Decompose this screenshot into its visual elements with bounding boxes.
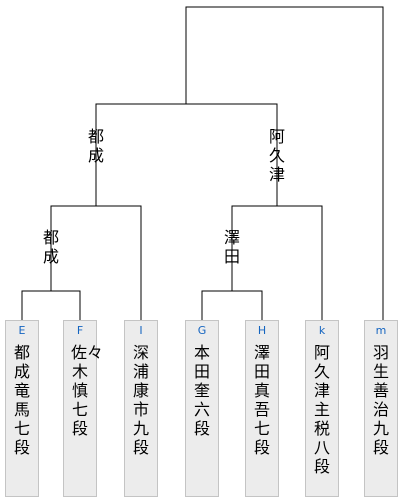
player-box-k: k 阿久津主税八段: [305, 320, 339, 497]
winner-label-semifinal-left: 都成: [87, 127, 104, 165]
player-name: 澤田真吾七段: [253, 343, 270, 457]
player-box-h: H 澤田真吾七段: [245, 320, 279, 497]
player-seed: k: [318, 324, 326, 337]
player-seed: m: [375, 324, 387, 337]
player-box-e: E 都成竜馬七段: [5, 320, 39, 497]
winner-label-right-round: 澤田: [223, 228, 240, 266]
player-box-m: m 羽生善治九段: [364, 320, 398, 497]
player-name: 佐々木慎七段: [71, 343, 104, 438]
bracket-line-final: [185, 6, 384, 320]
player-name: 都成竜馬七段: [13, 343, 30, 457]
player-seed: F: [76, 324, 84, 337]
player-name: 阿久津主税八段: [313, 343, 330, 476]
player-name: 本田 奎六段: [193, 343, 227, 438]
bracket-line-e-f: [21, 290, 81, 320]
bracket-line-g-h: [201, 290, 263, 320]
winner-label-semifinal-right: 阿久津: [268, 127, 285, 184]
bracket-line-ef-i: [50, 205, 142, 320]
player-seed: I: [139, 324, 143, 337]
bracket-line-semifinal: [95, 103, 278, 206]
player-box-i: I 深浦康市九段: [124, 320, 158, 497]
player-seed: E: [18, 324, 26, 337]
player-box-g: G 本田 奎六段: [185, 320, 227, 497]
player-seed: H: [257, 324, 267, 337]
player-name: 羽生善治九段: [372, 343, 389, 457]
player-name: 深浦康市九段: [132, 343, 149, 457]
player-box-f: F 佐々木慎七段: [63, 320, 104, 497]
player-seed: G: [197, 324, 207, 337]
bracket-line-gh-k: [231, 205, 323, 320]
winner-label-left-round: 都成: [42, 228, 59, 266]
